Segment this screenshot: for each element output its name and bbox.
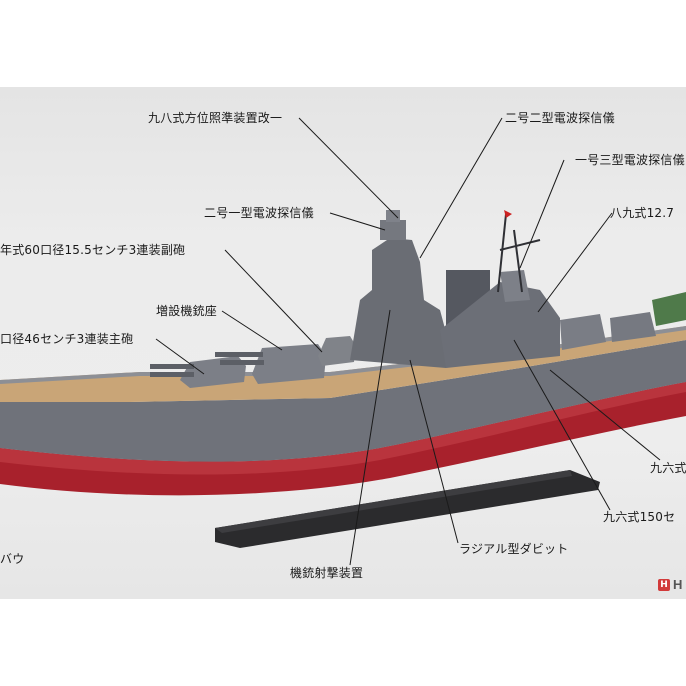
callout-aa-gun: 八九式12.7	[610, 206, 675, 220]
callout-radar-type1-model3: 一号三型電波探信儀	[575, 153, 685, 167]
callout-radar-type2-model1: 二号一型電波探信儀	[204, 206, 314, 220]
callout-radar-type2-model2: 二号二型電波探信儀	[505, 111, 615, 125]
callout-main-gun: 口径46センチ3連装主砲	[0, 332, 134, 346]
battleship-model-illustration	[0, 117, 686, 566]
wooden-deck	[0, 326, 686, 402]
display-stand-top	[215, 470, 572, 533]
brand-text: H	[673, 577, 683, 592]
hull-waterline	[0, 382, 686, 475]
callout-direction-sight: 九八式方位照準装置改一	[148, 111, 283, 125]
main-turret-group	[150, 344, 326, 388]
leader-lines	[155, 117, 661, 566]
hull-upper-gray	[0, 340, 686, 462]
superstructure	[350, 210, 686, 368]
flag	[504, 210, 512, 218]
display-stand	[215, 470, 600, 548]
callout-type96-a: 九六式	[650, 461, 686, 475]
mast	[497, 213, 541, 293]
callout-added-mg-mount: 増設機銃座	[156, 304, 218, 318]
floatplane	[652, 292, 686, 326]
brand-logo-icon: H	[658, 579, 670, 591]
deck-edge	[0, 326, 686, 384]
callout-radial-davit: ラジアル型ダビット	[459, 542, 569, 556]
callout-bow: バウ	[0, 552, 25, 566]
product-photo-background	[0, 87, 686, 599]
secondary-turret	[318, 336, 356, 366]
callout-type96-b: 九六式150セ	[603, 510, 676, 524]
callout-secondary-gun: 年式60口径15.5センチ3連装副砲	[0, 243, 186, 257]
callout-mg-director: 機銃射撃装置	[290, 566, 364, 580]
